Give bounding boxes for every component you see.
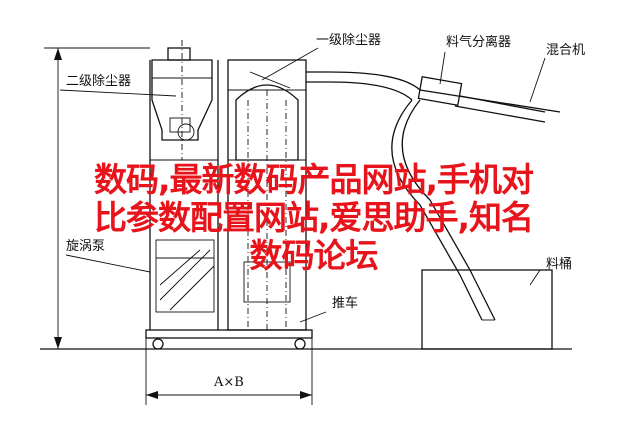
- overlay-line-2: 比参数配置网站,爱思助手,知名: [93, 198, 534, 237]
- label-bucket: 料桶: [546, 257, 572, 272]
- overlay-line-1: 数码,最新数码产品网站,手机对: [93, 160, 534, 199]
- width-dimension: [145, 338, 313, 405]
- label-mixer: 混合机: [546, 43, 585, 58]
- overlay-line-3: 数码论坛: [249, 236, 379, 275]
- label-feed-separator: 料气分离器: [446, 34, 511, 50]
- label-cart: 推车: [332, 295, 358, 311]
- label-dimension: A×B: [213, 375, 244, 390]
- label-vortex-pump: 旋涡泵: [66, 239, 105, 254]
- pump-unit: [155, 239, 215, 313]
- cyclone-unit: [149, 40, 219, 330]
- leader-lines: [59, 47, 546, 323]
- bucket: [421, 269, 553, 350]
- label-cyclone-separator: 一级除尘器: [316, 33, 381, 48]
- cart-frame: [145, 329, 313, 350]
- height-dimension: [44, 47, 150, 349]
- label-secondary-dust-collector: 二级除尘器: [66, 74, 131, 89]
- pipe-and-mixer: [306, 71, 561, 321]
